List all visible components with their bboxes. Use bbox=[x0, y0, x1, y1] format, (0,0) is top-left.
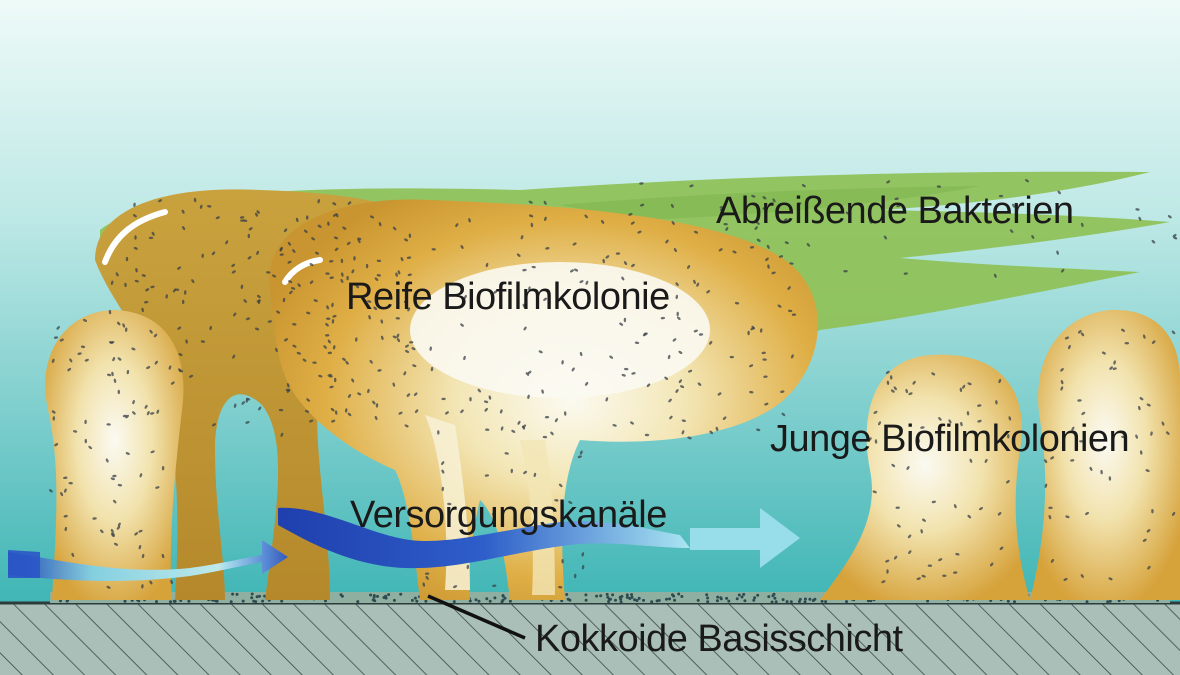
label-detaching-bacteria: Abreißende Bakterien bbox=[716, 192, 1074, 230]
label-coccoid-base-layer: Kokkoide Basisschicht bbox=[535, 620, 903, 658]
flow-arrow-head-left bbox=[8, 550, 40, 578]
label-mature-colony: Reife Biofilmkolonie bbox=[346, 278, 670, 316]
label-supply-channels: Versorgungskanäle bbox=[350, 496, 667, 534]
label-young-colonies: Junge Biofilmkolonien bbox=[770, 420, 1129, 458]
